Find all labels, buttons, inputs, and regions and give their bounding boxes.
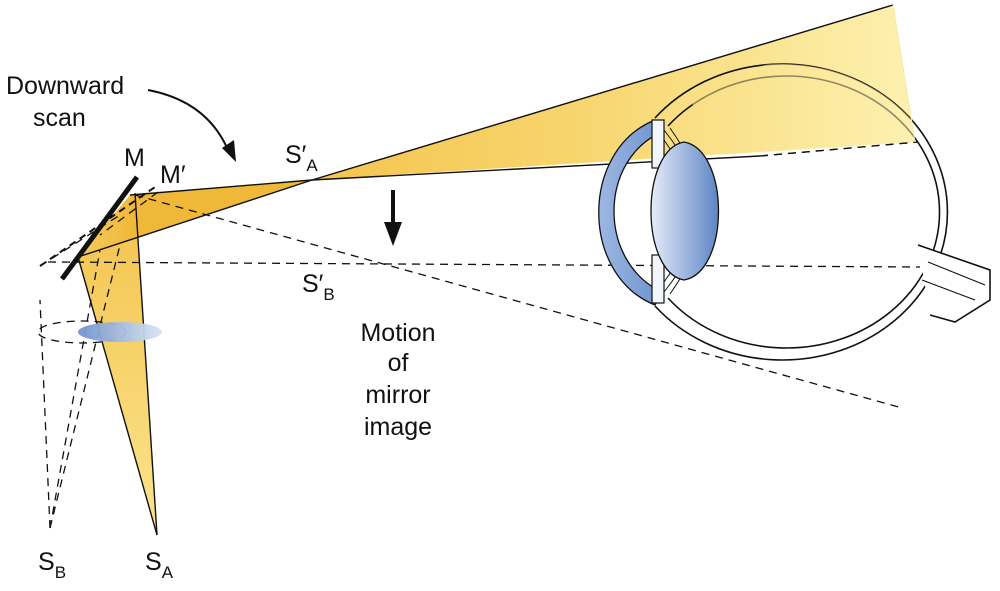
sa-label: SA xyxy=(145,548,174,582)
sb-label: SB xyxy=(38,548,66,582)
mirror-prime-label: M′ xyxy=(160,161,186,189)
eye-beam-inside xyxy=(690,64,915,155)
sb-prime-label: S′B xyxy=(302,270,335,304)
motion-label-line2: of xyxy=(388,349,409,377)
sa-prime-label: S′A xyxy=(285,141,318,175)
source-beam xyxy=(78,193,157,535)
motion-label-line4: image xyxy=(364,413,432,441)
curved-arrow-icon xyxy=(147,89,229,151)
eye xyxy=(598,63,991,361)
down-arrow-icon xyxy=(384,190,402,246)
scan-label-line1: Downward xyxy=(6,72,124,100)
crystalline-lens xyxy=(650,141,719,281)
motion-label-line1: Motion xyxy=(360,319,435,347)
mirror-m xyxy=(59,175,140,281)
mirror-label: M xyxy=(124,144,145,172)
motion-label-line3: mirror xyxy=(365,381,430,409)
scanning-mirror xyxy=(39,175,159,281)
condensing-lens xyxy=(78,322,162,342)
scan-label-line2: scan xyxy=(33,104,86,132)
